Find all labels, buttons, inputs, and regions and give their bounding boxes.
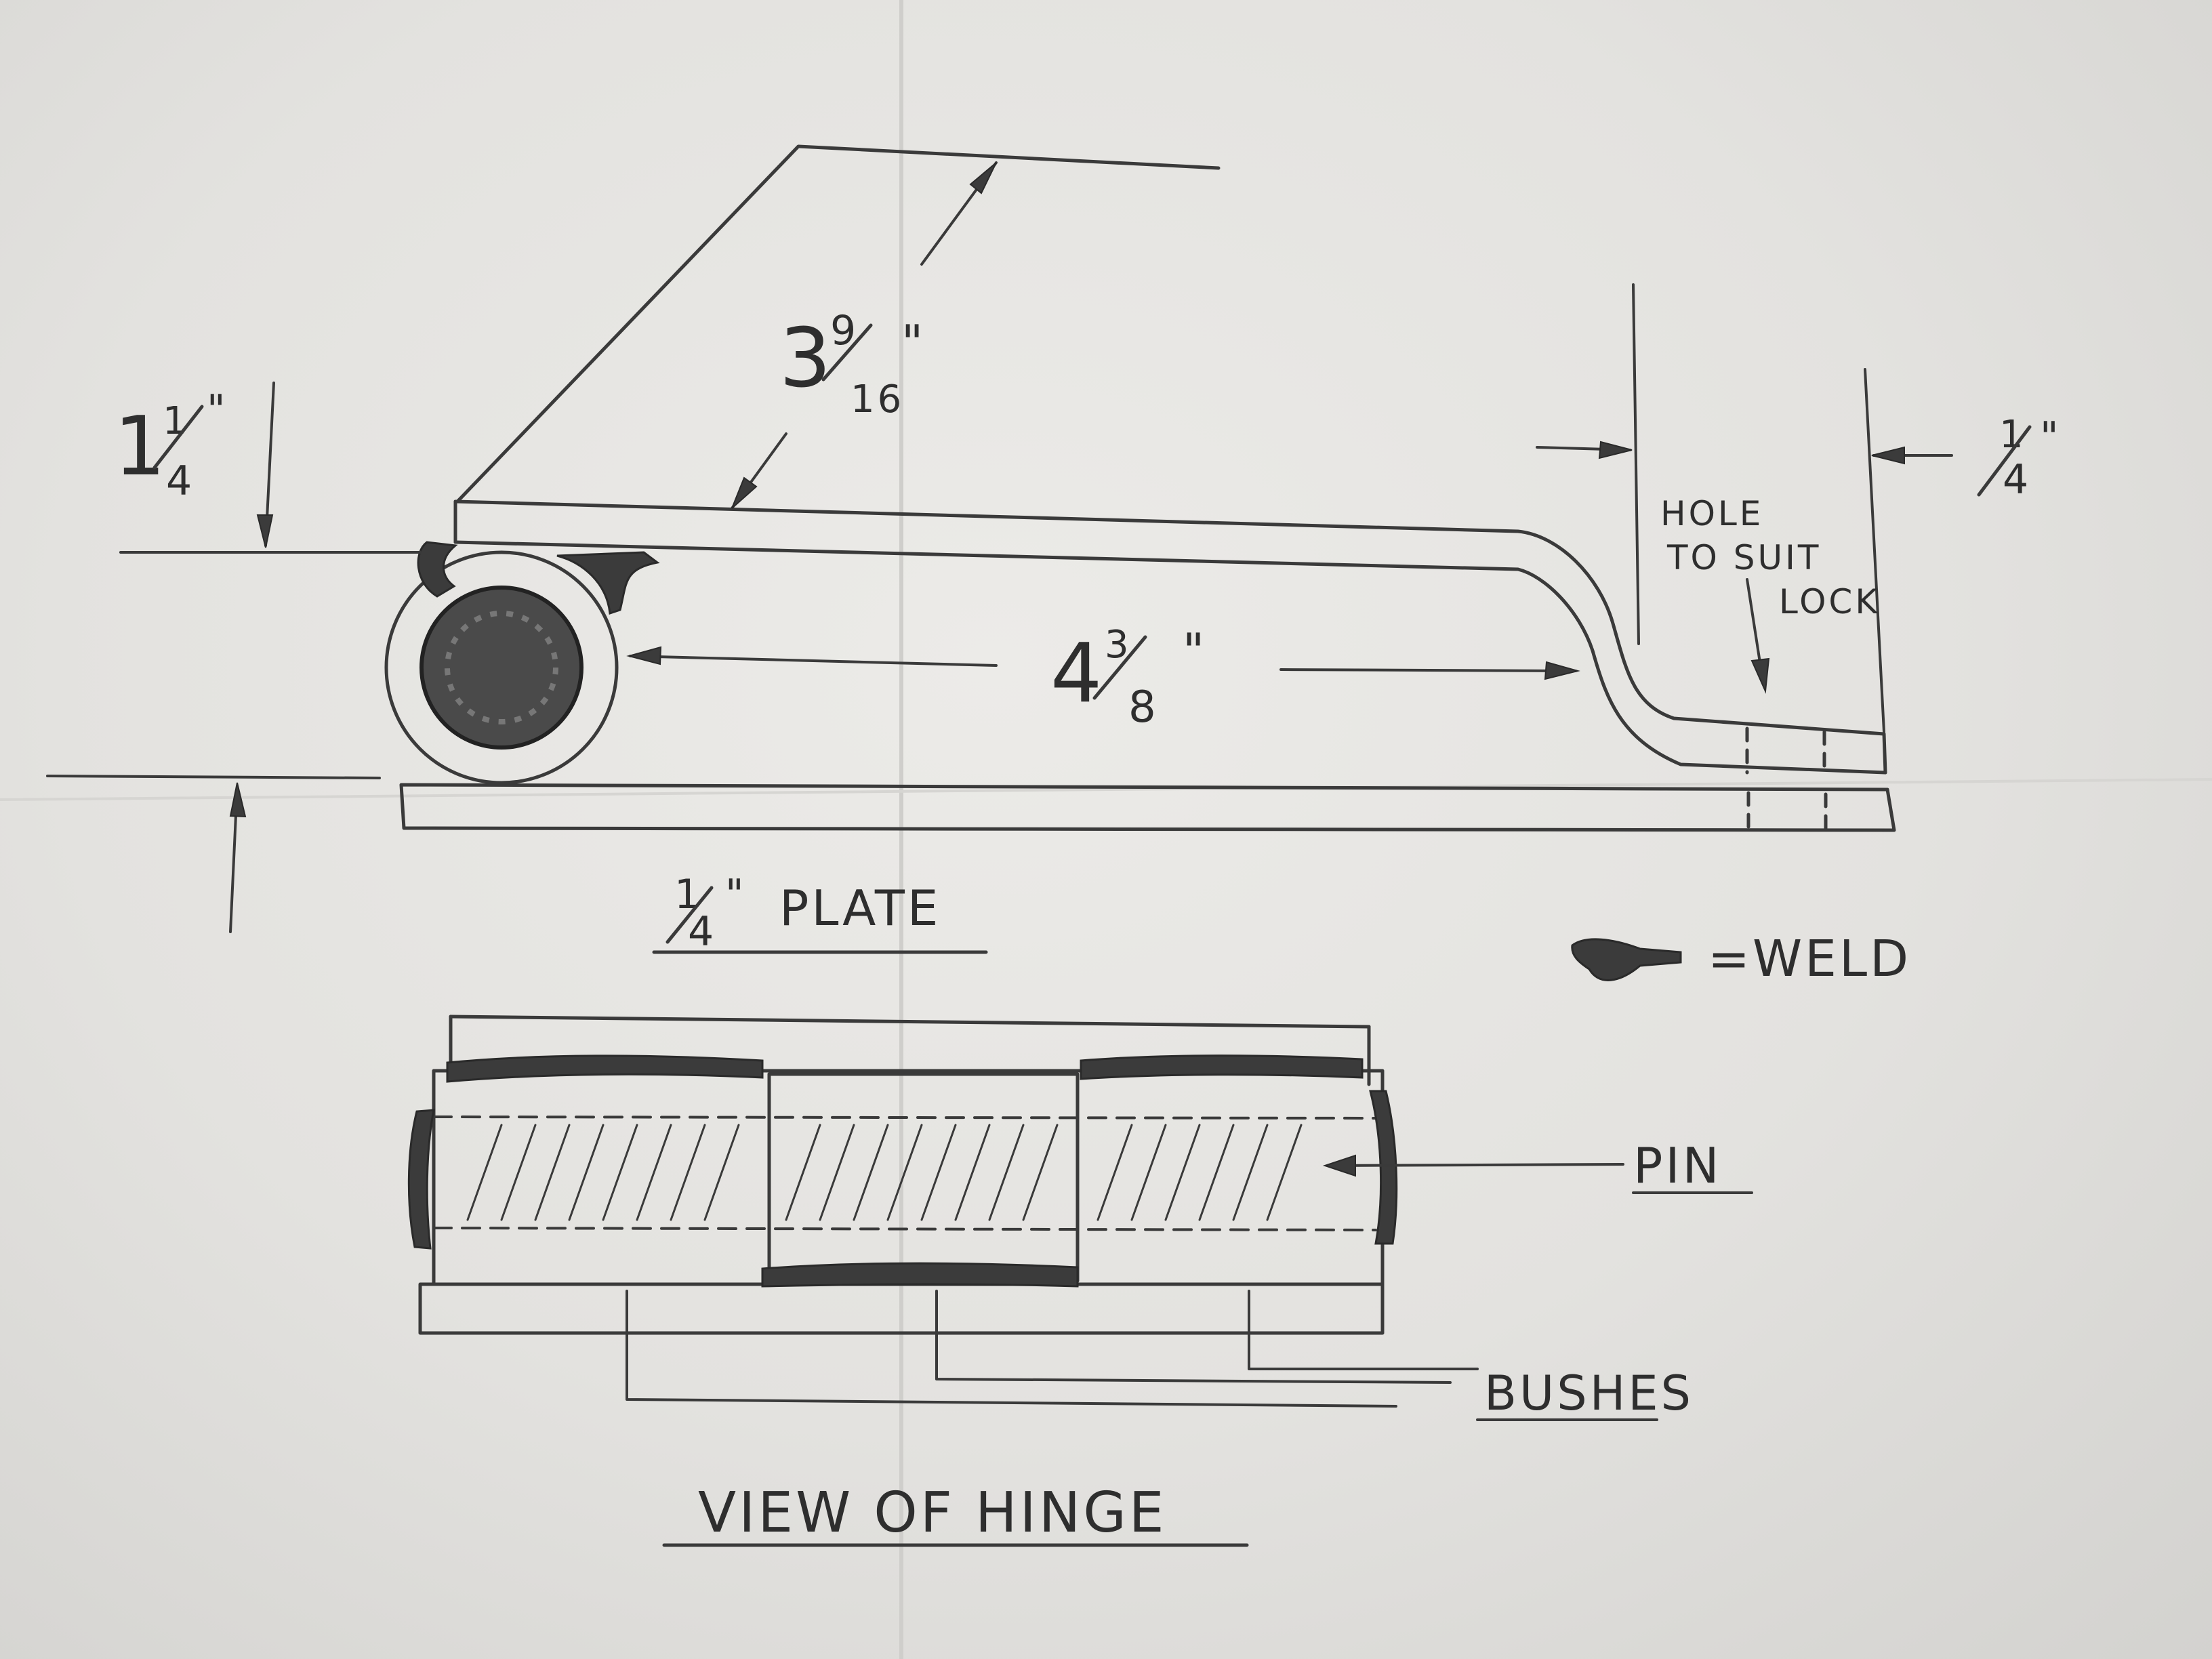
- right-dim-fraction-bar: [1977, 425, 2032, 497]
- arm-dim-fraction-bar: [821, 323, 873, 382]
- pin-leader-arrow: [1322, 1154, 1356, 1177]
- left-dim-fraction-bar: [152, 405, 204, 470]
- weld-pin-end-right: [1369, 1090, 1398, 1245]
- left-dim-num: 1: [163, 399, 190, 443]
- pin-label: PIN: [1633, 1137, 1722, 1194]
- arm-dim-arrow-top: [969, 162, 997, 194]
- plate-label-unit: ": [725, 871, 747, 918]
- hinge-view-title: VIEW OF HINGE: [698, 1481, 1167, 1545]
- hole-note-line2: TO SUIT: [1666, 538, 1821, 577]
- weld-knuckle-left: [417, 541, 458, 598]
- left-dim-arrow-bottom: [229, 782, 247, 818]
- span-dim-arrow-left: [626, 646, 662, 665]
- pin-leader-line: [1327, 1163, 1624, 1167]
- hinge-pin-texture: [445, 611, 558, 724]
- span-dim-arrow-right: [1544, 661, 1580, 680]
- left-dim-unit: ": [207, 386, 228, 434]
- arm-dim-arrow-bottom: [731, 476, 758, 509]
- left-ext-line-bottom: [46, 775, 381, 779]
- span-dim-whole: 4: [1050, 627, 1105, 721]
- hinge-top-edge: [449, 1015, 1371, 1029]
- arm-dim-unit: ": [901, 315, 926, 371]
- weld-legend: =WELD: [1571, 930, 1911, 988]
- arm-dim-den: 16: [851, 377, 904, 422]
- hole-note-arrow: [1750, 657, 1770, 694]
- right-dim-unit: ": [2040, 413, 2062, 461]
- plate-label-text: PLATE: [779, 880, 941, 937]
- span-dim-unit: ": [1183, 623, 1207, 679]
- hinge-view: PIN BUSHES VIEW OF HINGE: [407, 1015, 1753, 1547]
- pin-hatching: [466, 1124, 1303, 1221]
- right-dim-den: 4: [2003, 456, 2031, 504]
- plate-label-den: 4: [688, 908, 716, 956]
- right-dim-arrow-right: [1871, 446, 1905, 465]
- right-dim-arrow-left: [1598, 441, 1633, 459]
- weld-pin-end-left: [407, 1109, 435, 1250]
- left-dim-arrow-top: [256, 514, 274, 548]
- right-ext-line-left: [1632, 283, 1640, 645]
- weld-bush-left-top: [446, 1054, 764, 1083]
- bottom-plate-outline: [399, 783, 1896, 832]
- upper-leaf-top: [453, 499, 1887, 775]
- bushes-leader-right: [1248, 1290, 1479, 1370]
- bushes-leader-middle: [935, 1290, 1452, 1384]
- hinge-knuckle-circle: [384, 550, 619, 785]
- arm-dim-num: 9: [830, 307, 859, 354]
- pin-edge-top: [432, 1115, 1377, 1120]
- weld-legend-text: =WELD: [1708, 930, 1911, 988]
- weld-bush-right-top: [1080, 1054, 1364, 1080]
- bushes-leader-left: [626, 1290, 1397, 1408]
- pin-edge-bottom: [432, 1227, 1377, 1231]
- arm-dim-whole: 3: [779, 312, 834, 406]
- upper-leaf-bottom: [453, 540, 1887, 775]
- left-dim-den: 4: [166, 457, 194, 505]
- span-dim-den: 8: [1128, 682, 1159, 733]
- span-dim-line-right: [1279, 668, 1577, 672]
- hole-note-line1: HOLE: [1660, 494, 1763, 533]
- hinge-barrel-outline: [432, 1069, 1385, 1286]
- angled-flap-outline: [455, 144, 1221, 504]
- plate-label-num: 1: [674, 871, 703, 918]
- paper-fold-horizontal: [0, 778, 2212, 801]
- span-dim-line-left: [629, 655, 998, 667]
- left-dim-whole: 1: [114, 400, 168, 494]
- hole-note-line3: LOCK: [1779, 582, 1880, 621]
- span-dim-fraction-bar: [1092, 635, 1147, 700]
- right-ext-line-right: [1864, 368, 1885, 733]
- weld-legend-symbol: [1571, 938, 1682, 981]
- side-view: 3 9 16 " 1 1 4 " 4 3 8 " 1 4: [46, 144, 2062, 956]
- plate-label-fraction-bar: [665, 886, 714, 944]
- weld-bush-middle-bottom: [761, 1262, 1079, 1288]
- weld-knuckle-right: [556, 551, 660, 615]
- bushes-label: BUSHES: [1484, 1366, 1694, 1421]
